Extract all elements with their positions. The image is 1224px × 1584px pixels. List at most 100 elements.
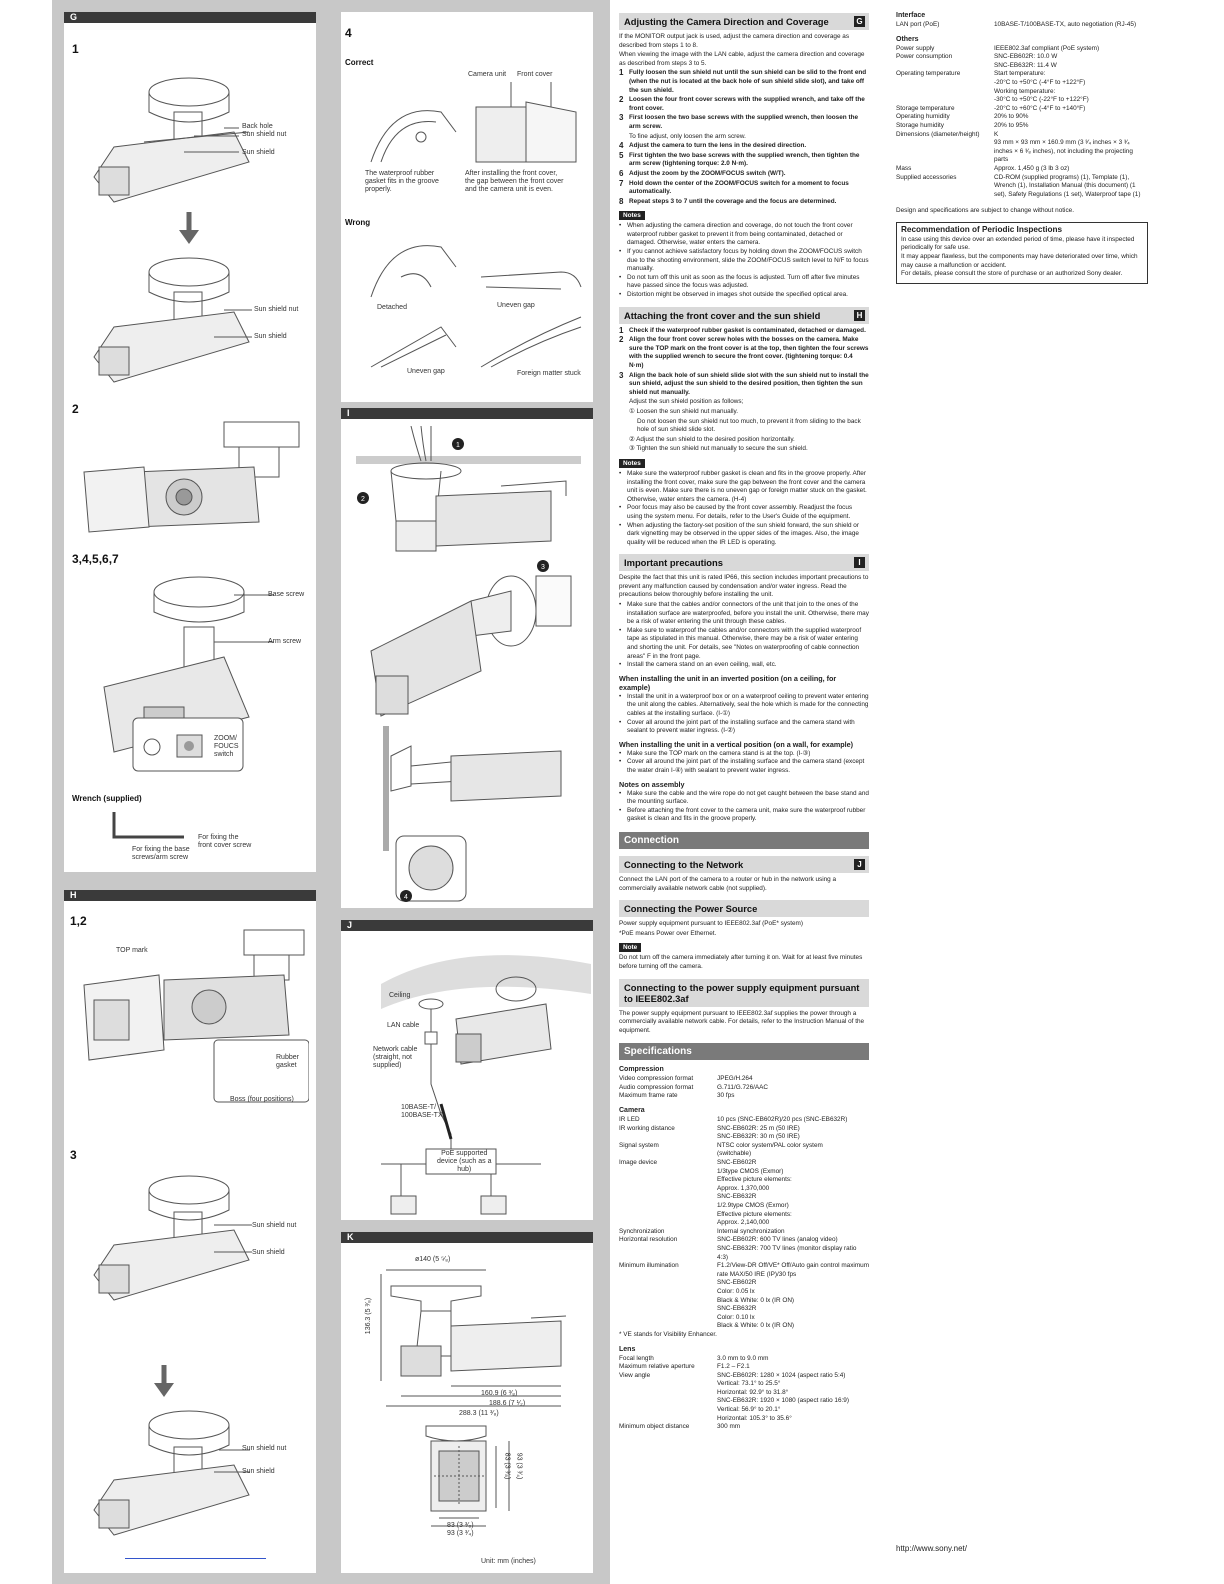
spec-key: Storage humidity [896,121,944,129]
section-title: Adjusting the Camera Direction and Cover… [624,16,829,27]
step-label: 1 [72,42,79,56]
notes-badge: Notes [619,211,645,221]
label-sun-shield: Sun shield [254,333,287,340]
spec-value: 10BASE-T/100BASE-TX, auto negotiation (R… [994,21,1137,28]
label-height-83: 83 (3 ³⁄₈) [503,1452,511,1480]
svg-text:4: 4 [404,894,408,901]
bullet-text: Install the camera stand on an even ceil… [627,661,777,669]
label-network-cable: Network cable (straight, not supplied) [373,1046,418,1069]
step-number: 3 [619,370,624,380]
label-sun-shield: Sun shield [252,1249,285,1256]
sony-url-link[interactable]: http://www.sony.net/ [896,1544,967,1553]
spec-value: 300 mm [717,1423,741,1431]
dimensions-drawing [380,1269,567,1527]
label-width-93: 93 (3 ³⁄₄) [447,1530,474,1537]
label-sun-shield-nut: Sun shield nut [242,131,287,138]
spec-key: Supplied accessories [896,173,957,181]
spec-value: CD-ROM (supplied programs) (1), Template… [994,173,1141,198]
footer-link-underline [125,1558,266,1559]
label-arm-screw: Arm screw [268,638,302,645]
label-wrench: Wrench (supplied) [72,794,142,803]
spec-key: Image device [619,1159,658,1167]
paragraph: To fine adjust, only loosen the arm scre… [629,132,746,140]
sun-shield-illustration [93,1175,252,1536]
spec-key: Video compression format [619,1075,694,1083]
section-tag: H [854,309,865,321]
panel-letter: I [347,408,350,418]
section-title: Important precautions [624,557,723,569]
spec-value: Approx. 1,450 g (3 lb 3 oz) [994,164,1070,172]
step-label: 3,4,5,6,7 [72,552,119,566]
panel-h: H 1,2 3 TOP mark Rubber gasket Boss (fou… [64,890,316,1573]
text-column-4: Interface LAN port (PoE)10BASE-T/100BASE… [896,12,1148,284]
label-poe-device: PoE supported device (such as a hub) [437,1150,492,1173]
label-top-mark: TOP mark [116,947,148,954]
section-tag: J [854,858,865,870]
label-rubber-gasket: Rubber gasket [276,1054,299,1069]
label-for-base-screws: For fixing the base screws/arm screw [132,846,190,861]
step-text: Repeat steps 3 to 7 until the coverage a… [629,197,837,205]
panel-g-step4: 4 Correct Camera unit Front cover The wa… [341,12,593,402]
bullet-item: •Cover all around the joint part of the … [619,758,869,775]
panel-i: I 1 2 3 4 [341,408,593,908]
bullet-item: •Install the unit in a waterproof box or… [619,692,869,717]
spec-row: LAN port (PoE)10BASE-T/100BASE-TX, auto … [896,21,1148,30]
spec-key: Maximum relative aperture [619,1363,695,1371]
paragraph: When viewing the image with the LAN cabl… [619,51,865,67]
bullet-text: Make sure the TOP mark on the camera sta… [627,749,811,757]
installation-illustration: 1 2 3 4 [356,426,581,902]
step-label: 2 [72,402,79,416]
step-text: First loosen the two base screws with th… [629,114,859,130]
bullet-text: Cover all around the joint part of the i… [627,758,865,774]
section-title: Connecting to the Network [624,858,744,870]
paragraph: The power supply equipment pursuant to I… [619,1009,865,1034]
spec-group-title: Others [896,35,919,43]
section-header-specifications: Specifications [619,1043,869,1061]
notes-badge: Notes [619,458,645,468]
step-text: Hold down the center of the ZOOM/FOCUS s… [629,179,849,196]
recommendation-title: Recommendation of Periodic Inspections [901,224,1063,234]
paragraph: * VE stands for Visibility Enhancer. [619,1330,717,1338]
label-sun-shield-nut: Sun shield nut [254,306,299,313]
section-header-attach: Attaching the front cover and the sun sh… [619,306,869,324]
note-text: When adjusting the factory-set position … [627,521,859,546]
panel-j: J Ceiling LAN cable Network cable (strai… [341,920,593,1220]
spec-key: Storage temperature [896,104,955,112]
note-item: •When adjusting the camera direction and… [619,222,869,248]
subheading: When installing the unit in an inverted … [619,673,837,692]
paragraph: Connect the LAN port of the camera to a … [619,875,837,892]
label-length-1886: 188.6 (7 ¹⁄₂) [489,1400,526,1407]
panel-bar [64,890,316,901]
paragraph: ① Loosen the sun shield nut manually. [629,407,738,415]
bullet-text: Before attaching the front cover to the … [627,806,866,823]
panel-letter: H [70,890,77,900]
panel-letter: G [70,12,78,22]
label-diameter-140: ø140 (5 ⁵⁄₈) [415,1256,451,1263]
bullet-item: •Make sure the cable and the wire rope d… [619,789,869,806]
label-length-1609: 160.9 (6 ³⁄₈) [481,1390,518,1397]
front-cover-illustration [83,929,309,1103]
note-item: •Do not turn off this unit as soon as th… [619,274,869,291]
section-title: Connecting to the power supply equipment… [624,981,860,1004]
step-text: Adjust the camera to turn the lens in th… [629,142,807,150]
spec-row: Image device SNC-EB602R 1/3type CMOS (Exm… [619,1159,869,1228]
step-number: 1 [619,325,624,335]
spec-key: Maximum frame rate [619,1092,678,1100]
step-label: 3 [70,1148,77,1162]
bullet-item: •Make sure to waterproof the cables and/… [619,627,869,661]
step-text: Loosen the four front cover screws with … [629,96,865,112]
spec-value: SNC-EB602R 1/3type CMOS (Exmor) Effectiv… [717,1159,792,1227]
network-diagram [381,955,591,1215]
step-text: First tighten the two base screws with t… [629,151,860,168]
